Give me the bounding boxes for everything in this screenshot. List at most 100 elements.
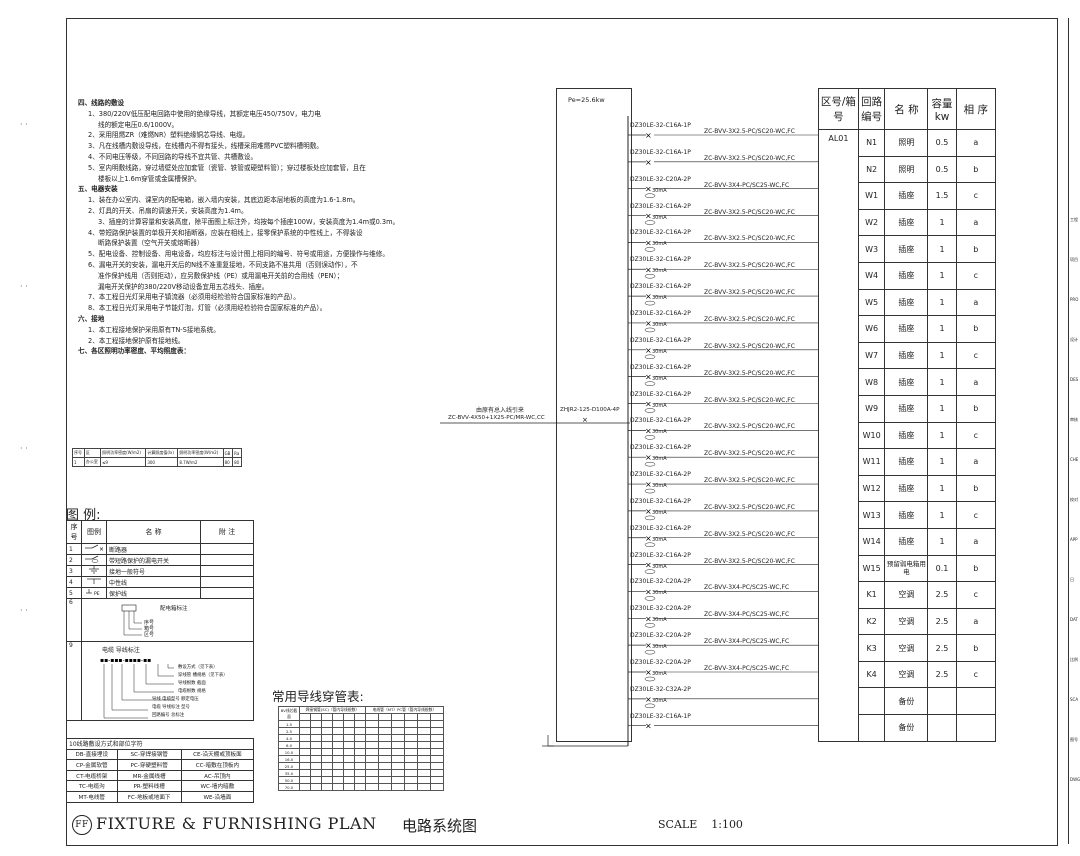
pipe-cell (390, 741, 405, 749)
note-line: 线的额定电压0.6/1000V。 (98, 120, 179, 129)
legend-box-9: 电缆 导线标注 ▪▪-▪▪▪-▪▪▪▪-▪▪ 敷设方式（见下表） 穿线管 槽规格… (81, 641, 254, 721)
legend-box-6: 配电箱标注 序号 箱号 区号 (81, 598, 254, 642)
pipe-cell (403, 734, 418, 742)
legend-head: 附 注 (200, 520, 254, 544)
distribution-panel-box (556, 88, 632, 742)
cell-cap: 1 (927, 235, 957, 263)
circuit-cable: ZC-BVV-3X2.5-PC/SC20-WC,FC (704, 289, 795, 297)
pipe-cell (320, 776, 333, 784)
circuit-breaker: DZ30LE-32-C16A-2P (630, 202, 691, 210)
pipe-cell (342, 783, 355, 791)
legend-no: 2 (66, 554, 82, 566)
note-line: 2、采用阻燃ZR（难燃NR）塑料绝缘铜芯导线、电缆。 (88, 131, 250, 140)
pipe-cell (416, 755, 431, 763)
pipe-head: BV线芯截面 (278, 706, 300, 721)
pipe-cell (377, 769, 392, 777)
circuit-breaker: DZ30LE-32-C16A-2P (630, 283, 691, 291)
pipe-cell (364, 776, 379, 784)
legend-no: 1 (66, 543, 82, 555)
pipe-cell (390, 727, 405, 735)
circuit-breaker: DZ30LE-32-C20A-2P (630, 605, 691, 613)
breaker-icon: × (645, 614, 652, 623)
pipe-cell (377, 776, 392, 784)
laying-cell: FC-地板或地面下 (116, 790, 182, 803)
circuit-cable: ZC-BVV-3X2.5-PC/SC20-WC,FC (704, 262, 795, 270)
rcd-icon (644, 542, 656, 547)
cell-cap: 1 (927, 288, 957, 317)
pipe-cell (299, 727, 311, 735)
pipe-size: 35.0 (278, 769, 300, 777)
cell-name: 插座 (884, 474, 929, 503)
laying-cell: DB-直接埋设 (66, 748, 118, 761)
pipe-row: 50.0 (278, 776, 445, 784)
strip-label: PRO (1070, 297, 1079, 302)
rcd-icon (644, 435, 656, 440)
legend-label: 导线 电缆型号 额定电压 (152, 697, 199, 702)
strip-label: APP (1070, 537, 1078, 542)
pipe-cell (331, 748, 344, 756)
pipe-subhead (331, 713, 344, 721)
rcd-rating: 30mA (652, 509, 667, 516)
strip-label: 项目 (1070, 257, 1078, 262)
pipe-cell (309, 734, 322, 742)
pipe-cell (416, 727, 431, 735)
cell-name: 照明 (884, 155, 929, 184)
pipe-cell (331, 720, 344, 728)
circuit-cable: ZC-BVV-3X2.5-PC/SC20-WC,FC (704, 477, 795, 485)
pipe-cell (390, 748, 405, 756)
circuit-cable: ZC-BVV-3X2.5-PC/SC20-WC,FC (704, 208, 795, 216)
circuit-breaker: DZ30LE-32-C16A-2P (630, 256, 691, 264)
cell-cap: 1.5 (927, 182, 957, 210)
note-line: 5、配电设备、控制设备、用电设备，均应标注与设计图上相同的编号、符号或用途，方便… (88, 250, 389, 259)
cell-no: W6 (857, 315, 886, 343)
circuit-cable: ZC-BVV-3X2.5-PC/SC20-WC,FC (704, 450, 795, 458)
pipe-cell (353, 748, 366, 756)
cell-ph (955, 714, 997, 742)
cell-ph: a (955, 607, 997, 636)
cell-ph: a (955, 129, 997, 157)
pipe-subhead (309, 713, 322, 721)
breaker-icon: × (645, 641, 652, 650)
legend-label: 序号 (144, 620, 155, 626)
rcd-rating: 30mA (652, 697, 667, 704)
pipe-cell (416, 776, 431, 784)
strip-label: DES (1070, 377, 1079, 382)
pipe-subhead (353, 713, 366, 721)
svg-text:×: × (99, 546, 104, 552)
cell-ph: b (955, 394, 997, 423)
pipe-cell (390, 755, 405, 763)
plan-title-text: FIXTURE & FURNISHING PLAN (96, 814, 377, 833)
pipe-cell (403, 762, 418, 770)
rcd-icon (644, 327, 656, 333)
cell-name: 空调 (884, 660, 929, 689)
pipe-cell (353, 755, 366, 763)
pipe-cell (364, 748, 379, 756)
cell-cap: 1 (927, 501, 957, 529)
breaker-icon: × (645, 722, 652, 731)
strip-label: SCA (1070, 697, 1079, 702)
breaker-icon: × (645, 695, 652, 704)
cell-ph: b (955, 315, 997, 343)
legend-head: 图例 (81, 520, 107, 544)
pipe-cell (364, 755, 379, 763)
pipe-cell (403, 727, 418, 735)
note-line: 漏电开关保护的380/220V移动设备宜用五芯线头、插座。 (98, 282, 269, 291)
cell-cap: 1 (927, 527, 957, 556)
cell: Ra (232, 448, 242, 458)
note-line: 3、凡在线槽内敷设导线，在线槽内不得有接头，线槽采用难燃PVC塑料槽明敷。 (88, 142, 323, 151)
circuit-breaker: DZ30LE-32-C20A-2P (630, 578, 691, 586)
legend-label: 电缆 导线标注 (102, 647, 140, 654)
circuit-breaker: DZ30LE-32-C16A-2P (630, 363, 691, 371)
cell-name: 插座 (884, 261, 929, 290)
rcd-icon (644, 623, 656, 628)
pipe-cell (309, 748, 322, 756)
col-name: 名 称 (884, 88, 929, 130)
note-line: 2、本工程接地保护原有接地线。 (88, 336, 185, 345)
pipe-subhead (342, 713, 355, 721)
